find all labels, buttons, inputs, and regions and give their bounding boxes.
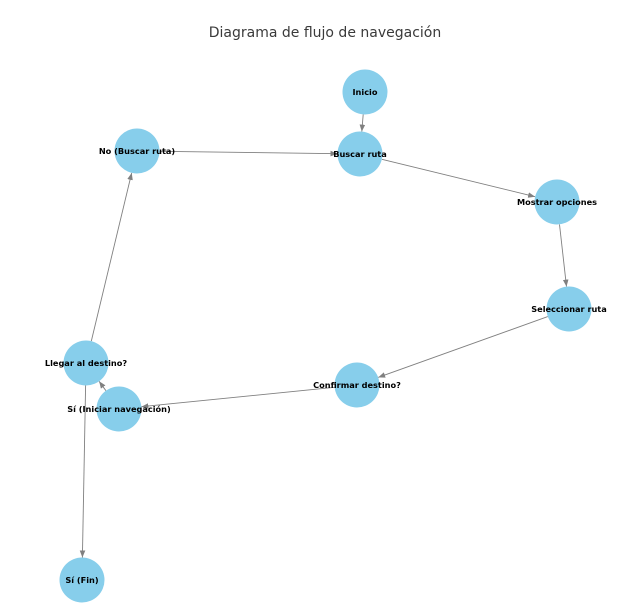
node-label: Inicio [353, 87, 378, 97]
node-label: Seleccionar ruta [531, 304, 607, 314]
edges-layer [79, 114, 569, 558]
node-circle [114, 128, 160, 174]
node-circle [59, 557, 105, 603]
edge-no-buscar-ruta-to-buscar-ruta [159, 150, 338, 157]
node-no-buscar-ruta: No (Buscar ruta) [99, 128, 176, 174]
node-mostrar-opciones: Mostrar opciones [517, 179, 597, 225]
node-label: Buscar ruta [333, 149, 387, 159]
node-circle [337, 131, 383, 177]
node-label: Llegar al destino? [45, 358, 127, 368]
node-label: Sí (Iniciar navegación) [67, 404, 171, 414]
node-si-fin: Sí (Fin) [59, 557, 105, 603]
node-label: Mostrar opciones [517, 197, 597, 207]
node-confirmar-destino: Confirmar destino? [313, 362, 401, 408]
edge-llegar-destino-to-si-fin [79, 385, 87, 558]
node-seleccionar-ruta: Seleccionar ruta [531, 286, 607, 332]
node-circle [334, 362, 380, 408]
node-llegar-destino: Llegar al destino? [45, 340, 127, 386]
node-label: Confirmar destino? [313, 380, 401, 390]
edge-mostrar-opciones-to-seleccionar-ruta [559, 224, 569, 287]
node-inicio: Inicio [342, 69, 388, 115]
node-buscar-ruta: Buscar ruta [333, 131, 387, 177]
edge-si-iniciar-navegacion-to-llegar-destino [98, 381, 107, 391]
node-circle [546, 286, 592, 332]
node-circle [534, 179, 580, 225]
node-label: Sí (Fin) [65, 575, 99, 585]
edge-buscar-ruta-to-mostrar-opciones [381, 158, 536, 198]
node-label: No (Buscar ruta) [99, 146, 176, 156]
edge-inicio-to-buscar-ruta [359, 114, 366, 132]
node-circle [342, 69, 388, 115]
edge-seleccionar-ruta-to-confirmar-destino [378, 316, 548, 378]
edge-confirmar-destino-to-si-iniciar-navegacion [141, 386, 335, 409]
diagram-title: Diagrama de flujo de navegación [209, 25, 441, 41]
node-circle [63, 340, 109, 386]
node-si-iniciar-navegacion: Sí (Iniciar navegación) [67, 386, 171, 432]
edge-llegar-destino-to-no-buscar-ruta [90, 172, 133, 342]
node-circle [96, 386, 142, 432]
